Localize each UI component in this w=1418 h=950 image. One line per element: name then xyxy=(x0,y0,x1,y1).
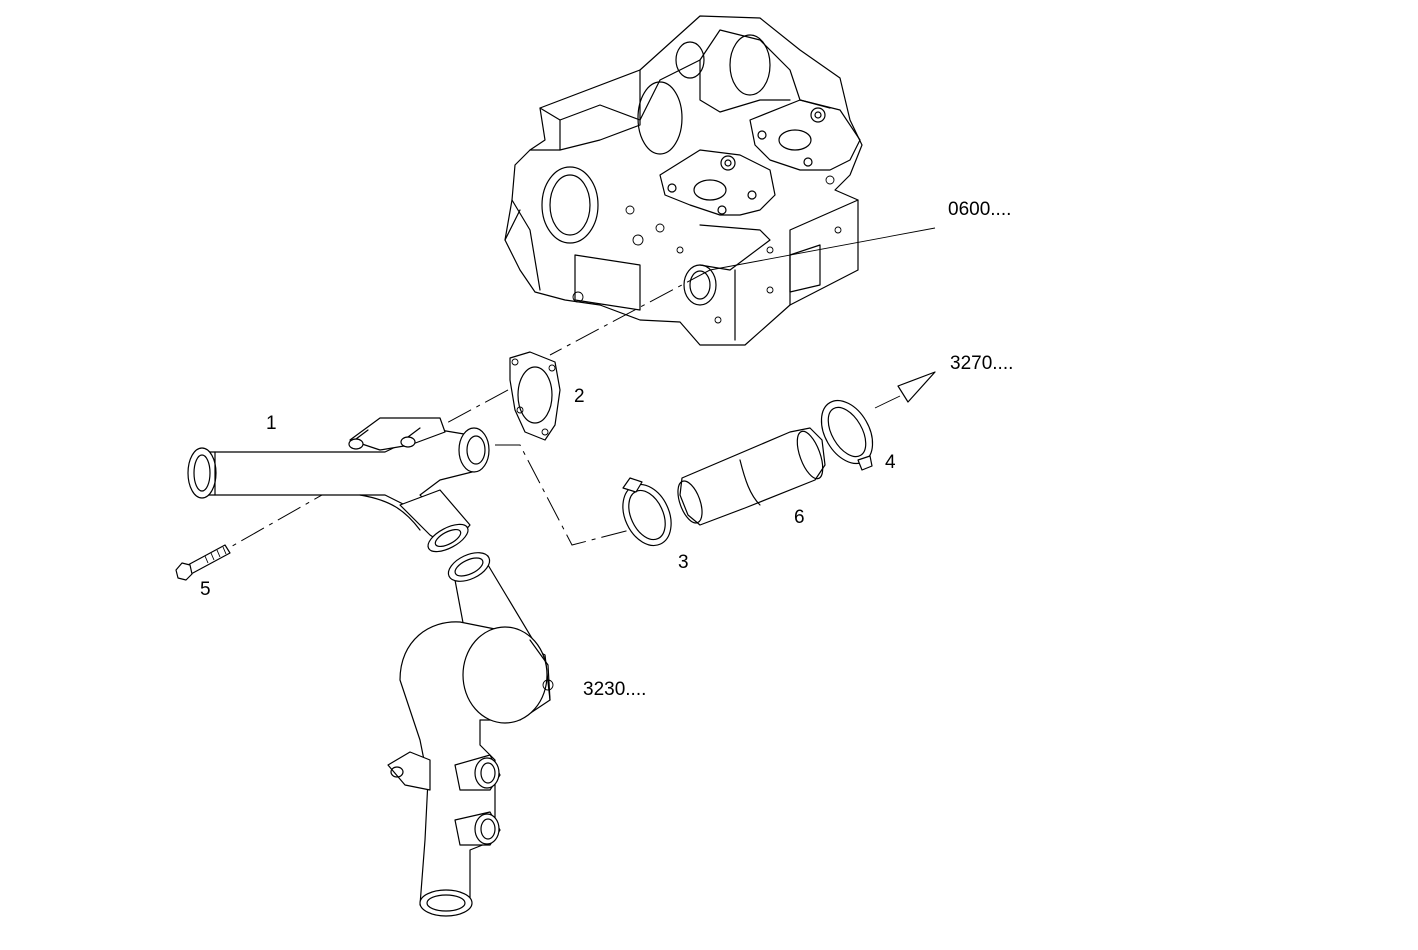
callout-labels: 1 2 3 4 5 6 0600.... 3270.... 3230.... xyxy=(200,199,1013,700)
gasket-part-2 xyxy=(509,351,561,441)
reference-outlet-hose: 3270.... xyxy=(950,353,1013,374)
engine-block xyxy=(504,15,863,346)
bolt-part-5 xyxy=(175,544,231,581)
water-pipe-part-1 xyxy=(187,417,490,553)
dash-pipe-clamp xyxy=(495,444,631,546)
hose-part-6 xyxy=(677,427,826,526)
leader-0600 xyxy=(709,227,936,271)
callout-6: 6 xyxy=(794,507,805,528)
callout-3: 3 xyxy=(678,552,689,573)
dash-block-gasket xyxy=(549,269,711,356)
callout-2: 2 xyxy=(574,386,585,407)
reference-engine-block: 0600.... xyxy=(948,199,1011,220)
arrow-head-3270 xyxy=(897,371,936,403)
leader-3270 xyxy=(874,395,901,409)
hose-clamp-part-3 xyxy=(622,477,672,547)
reference-water-pump: 3230.... xyxy=(583,679,646,700)
callout-1: 1 xyxy=(266,413,277,434)
hose-clamp-part-4 xyxy=(820,399,874,471)
callout-4: 4 xyxy=(885,452,896,473)
callout-5: 5 xyxy=(200,579,211,600)
water-pump-housing xyxy=(387,552,554,917)
